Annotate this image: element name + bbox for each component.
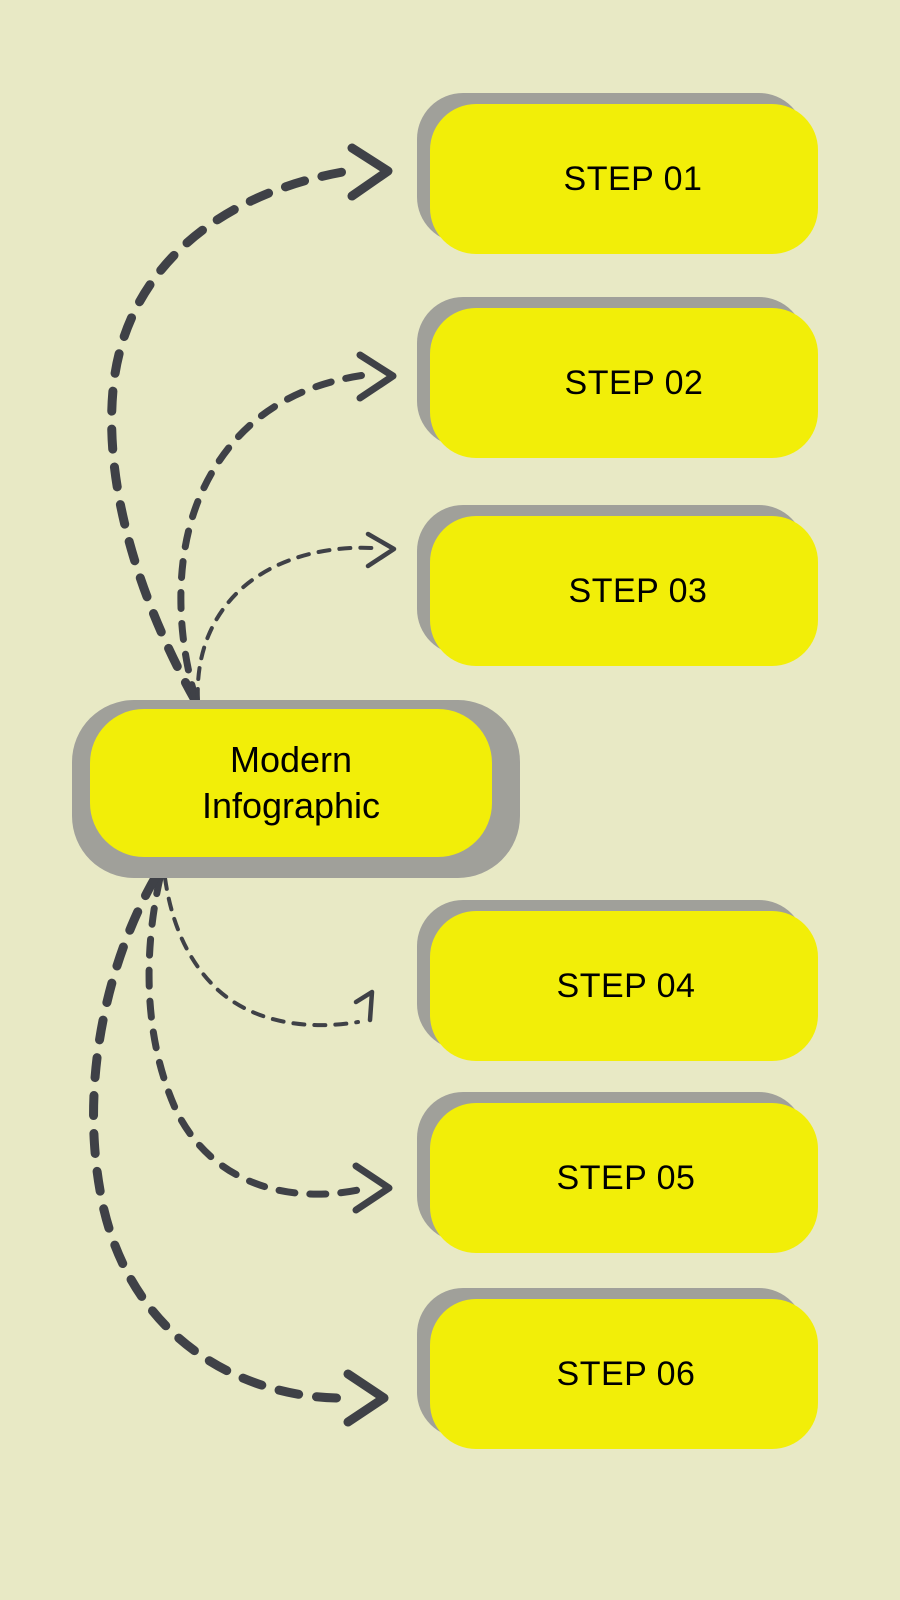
connector-to-step-02 [177, 351, 397, 704]
step-card-face: STEP 06 [430, 1299, 818, 1449]
connector-to-step-03 [195, 531, 397, 702]
connector-to-step-05 [145, 874, 393, 1214]
step-label: STEP 03 [568, 571, 708, 610]
step-card-face: STEP 02 [430, 308, 818, 458]
step-label: STEP 05 [556, 1158, 696, 1197]
step-card-face: STEP 05 [430, 1103, 818, 1253]
step-label: STEP 02 [564, 363, 704, 402]
connector-to-step-06 [89, 873, 389, 1427]
connector-to-step-04 [163, 876, 375, 1028]
step-card-face: STEP 03 [430, 516, 818, 666]
step-label: STEP 04 [556, 966, 696, 1005]
step-label: STEP 06 [556, 1354, 696, 1393]
step-card-face: STEP 04 [430, 911, 818, 1061]
center-title-line-2: Infographic [201, 785, 381, 826]
step-card-face: STEP 01 [430, 104, 818, 254]
center-node[interactable]: Modern Infographic [72, 700, 520, 878]
center-node-face: Modern Infographic [90, 709, 492, 857]
step-label: STEP 01 [563, 159, 703, 198]
center-title-line-1: Modern [229, 738, 353, 780]
connector-to-step-01 [107, 143, 393, 705]
